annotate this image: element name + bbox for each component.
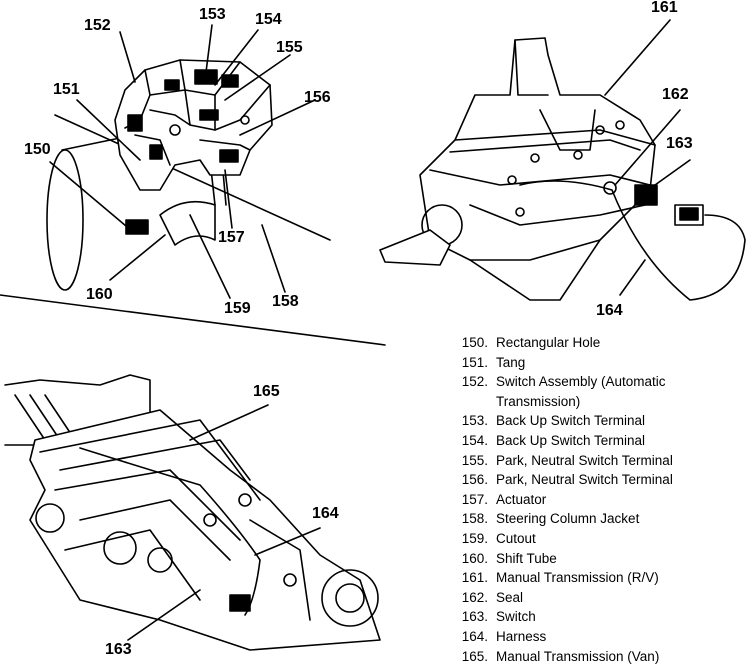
legend-label: Shift Tube (496, 550, 557, 566)
legend-item: 152. Switch Assembly (Automatic Transmiss… (450, 372, 750, 411)
legend-label: Back Up Switch Terminal (496, 413, 646, 429)
callout-163-rv: 163 (666, 135, 693, 152)
legend-label: Rectangular Hole (496, 335, 601, 350)
callout-164-van: 164 (312, 505, 339, 522)
callout-154: 154 (255, 11, 282, 28)
switch-163-rv (634, 184, 704, 226)
steering-column-jacket (0, 114, 386, 346)
manual-transmission-rv-figure (379, 19, 746, 301)
legend-label: Harness (496, 628, 547, 644)
manual-transmission-van (4, 374, 381, 651)
leader-lines-fig2 (604, 19, 691, 296)
leader-lines-fig3 (127, 404, 321, 641)
legend-number: 159. (461, 530, 488, 546)
legend-item: 158. Steering Column Jacket (450, 509, 750, 529)
legend-label: Switch (496, 609, 536, 625)
callout-163-van: 163 (105, 641, 132, 658)
legend-number: 151. (461, 354, 488, 370)
steering-column-figure (0, 24, 386, 346)
callout-162: 162 (662, 86, 689, 103)
legend-number: 156. (461, 472, 488, 488)
legend-item: 164. Harness (450, 627, 750, 647)
legend-item: 161. Manual Transmission (R/V) (450, 568, 750, 588)
legend-item: 150. Rectangular Hole (450, 333, 750, 353)
legend-item: 160. Shift Tube (450, 549, 750, 569)
legend-label: Cutout (496, 530, 536, 546)
legend-item: 165. Manual Transmission (Van) (450, 647, 750, 667)
legend-label: Back Up Switch Terminal (496, 432, 646, 448)
callout-155: 155 (276, 39, 303, 56)
legend-number: 164. (461, 628, 488, 644)
callout-159: 159 (224, 300, 251, 317)
callout-158: 158 (272, 293, 299, 310)
legend-label: Park, Neutral Switch Terminal (496, 452, 673, 468)
legend-label: Manual Transmission (Van) (496, 648, 660, 664)
harness-van (79, 447, 261, 616)
callout-150: 150 (24, 141, 51, 158)
callout-164-rv: 164 (596, 302, 623, 319)
legend-item: 163. Switch (450, 607, 750, 627)
callout-160: 160 (86, 286, 113, 303)
callout-152: 152 (84, 17, 111, 34)
legend-label: Tang (496, 354, 526, 370)
legend-number: 160. (461, 550, 488, 566)
callout-151: 151 (53, 81, 80, 98)
leader-lines-fig1 (49, 24, 316, 299)
legend-label: Switch Assembly (Automatic Transmission) (496, 374, 666, 409)
legend-label: Seal (496, 589, 524, 605)
callout-165: 165 (253, 383, 280, 400)
harness-rv (519, 180, 746, 301)
legend-label: Park, Neutral Switch Terminal (496, 472, 673, 488)
switch-assembly (114, 59, 273, 191)
legend-number: 150. (461, 335, 488, 350)
legend-number: 165. (461, 648, 488, 664)
legend-item: 156. Park, Neutral Switch Terminal (450, 470, 750, 490)
legend-item: 153. Back Up Switch Terminal (450, 411, 750, 431)
parts-legend: 150. Rectangular Hole 151. Tang 152. Switch A… (450, 333, 750, 666)
legend-item: 159. Cutout (450, 529, 750, 549)
legend-item: 157. Actuator (450, 490, 750, 510)
legend-number: 155. (461, 452, 488, 468)
legend-item: 154. Back Up Switch Terminal (450, 431, 750, 451)
legend-item: 155. Park, Neutral Switch Terminal (450, 451, 750, 471)
legend-label: Steering Column Jacket (496, 511, 640, 527)
callout-156: 156 (304, 89, 331, 106)
legend-number: 163. (461, 609, 488, 625)
rectangular-hole (125, 219, 149, 235)
legend-number: 153. (461, 413, 488, 429)
legend-number: 161. (461, 570, 488, 586)
manual-transmission-van-figure (4, 374, 381, 651)
legend-label: Manual Transmission (R/V) (496, 570, 659, 586)
callout-157: 157 (218, 229, 245, 246)
legend-item: 151. Tang (450, 353, 750, 373)
legend-number: 162. (461, 589, 488, 605)
legend-number: 154. (461, 432, 488, 448)
legend-item: 162. Seal (450, 588, 750, 608)
legend-number: 158. (461, 511, 488, 527)
callout-161: 161 (651, 0, 678, 16)
manual-transmission-rv (379, 37, 656, 301)
legend-number: 152. (461, 374, 488, 390)
legend-label: Actuator (496, 491, 547, 507)
callout-153: 153 (199, 6, 226, 23)
legend-number: 157. (461, 491, 488, 507)
